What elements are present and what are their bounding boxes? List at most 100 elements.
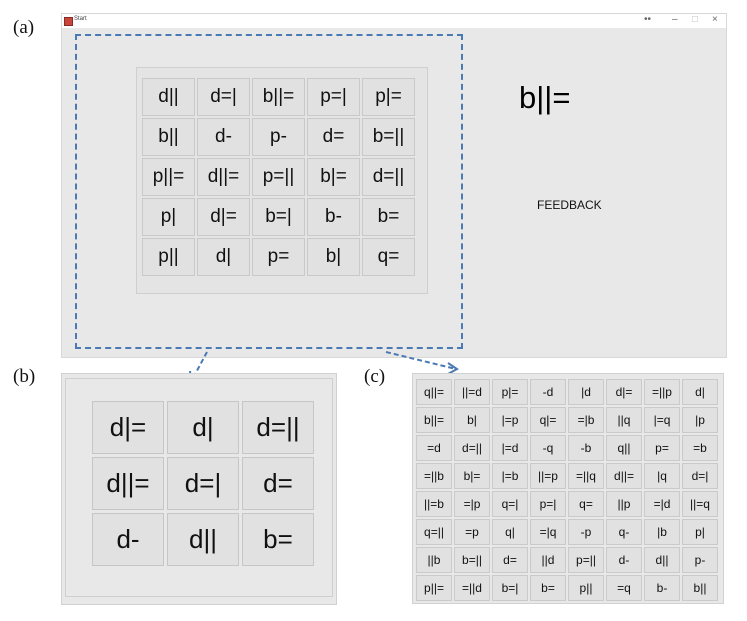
grid-cell[interactable]: d|=	[92, 401, 164, 454]
grid-cell[interactable]: =|q	[530, 519, 566, 545]
grid-cell[interactable]: b|=	[454, 463, 490, 489]
grid-cell[interactable]: ||=b	[416, 491, 452, 517]
grid-cell[interactable]: p=||	[568, 547, 604, 573]
grid-cell[interactable]: d-	[197, 118, 250, 156]
grid-cell[interactable]: p=|	[530, 491, 566, 517]
grid-cell[interactable]: |=p	[492, 407, 528, 433]
grid-cell[interactable]: =||q	[568, 463, 604, 489]
grid-cell[interactable]: d-	[92, 513, 164, 566]
grid-cell[interactable]: p=	[644, 435, 680, 461]
minimize-button[interactable]: –	[672, 14, 678, 25]
grid-cell[interactable]: d=	[492, 547, 528, 573]
grid-cell[interactable]: p-	[682, 547, 718, 573]
grid-cell[interactable]: =|p	[454, 491, 490, 517]
grid-cell[interactable]: =p	[454, 519, 490, 545]
grid-cell[interactable]: b-	[307, 198, 360, 236]
grid-cell[interactable]: ||=d	[454, 379, 490, 405]
grid-cell[interactable]: d=||	[242, 401, 314, 454]
grid-cell[interactable]: ||b	[416, 547, 452, 573]
grid-cell[interactable]: q-	[606, 519, 642, 545]
grid-cell[interactable]: b=	[530, 575, 566, 601]
grid-cell[interactable]: |=b	[492, 463, 528, 489]
grid-cell[interactable]: q=	[568, 491, 604, 517]
grid-cell[interactable]: b=|	[252, 198, 305, 236]
grid-cell[interactable]: |=d	[492, 435, 528, 461]
grid-cell[interactable]: b||=	[252, 78, 305, 116]
grid-cell[interactable]: |p	[682, 407, 718, 433]
grid-cell[interactable]: b||	[142, 118, 195, 156]
grid-cell[interactable]: =b	[682, 435, 718, 461]
grid-cell[interactable]: p=|	[307, 78, 360, 116]
grid-cell[interactable]: q||	[606, 435, 642, 461]
grid-cell[interactable]: b||	[682, 575, 718, 601]
grid-cell[interactable]: b||=	[416, 407, 452, 433]
grid-cell[interactable]: b=||	[454, 547, 490, 573]
grid-cell[interactable]: p||=	[142, 158, 195, 196]
grid-cell[interactable]: d=|	[167, 457, 239, 510]
grid-cell[interactable]: q=|	[492, 491, 528, 517]
grid-cell[interactable]: d||	[644, 547, 680, 573]
grid-cell[interactable]: b=|	[492, 575, 528, 601]
grid-cell[interactable]: p-	[252, 118, 305, 156]
grid-cell[interactable]: p|=	[362, 78, 415, 116]
grid-cell[interactable]: d|	[167, 401, 239, 454]
grid-cell[interactable]: d|=	[606, 379, 642, 405]
maximize-button[interactable]: □	[692, 14, 699, 25]
grid-cell[interactable]: d|	[197, 238, 250, 276]
grid-cell[interactable]: =q	[606, 575, 642, 601]
grid-cell[interactable]: d=||	[362, 158, 415, 196]
grid-cell[interactable]: =|b	[568, 407, 604, 433]
grid-cell[interactable]: b=||	[362, 118, 415, 156]
grid-cell[interactable]: d||	[142, 78, 195, 116]
more-icon[interactable]: ••	[644, 14, 652, 25]
grid-cell[interactable]: =|d	[644, 491, 680, 517]
grid-cell[interactable]: b=	[362, 198, 415, 236]
close-button[interactable]: ×	[712, 14, 718, 25]
grid-cell[interactable]: p|	[142, 198, 195, 236]
grid-cell[interactable]: ||d	[530, 547, 566, 573]
grid-cell[interactable]: q||=	[416, 379, 452, 405]
grid-cell[interactable]: |q	[644, 463, 680, 489]
grid-cell[interactable]: ||=q	[682, 491, 718, 517]
grid-cell[interactable]: d||=	[92, 457, 164, 510]
grid-cell[interactable]: |d	[568, 379, 604, 405]
grid-cell[interactable]: q|=	[530, 407, 566, 433]
grid-cell[interactable]: =||p	[644, 379, 680, 405]
grid-cell[interactable]: b=	[242, 513, 314, 566]
grid-cell[interactable]: p||	[142, 238, 195, 276]
grid-cell[interactable]: -d	[530, 379, 566, 405]
grid-cell[interactable]: -b	[568, 435, 604, 461]
grid-cell[interactable]: d=	[307, 118, 360, 156]
grid-cell[interactable]: d|=	[197, 198, 250, 236]
grid-cell[interactable]: =||d	[454, 575, 490, 601]
grid-cell[interactable]: |b	[644, 519, 680, 545]
grid-cell[interactable]: b-	[644, 575, 680, 601]
grid-cell[interactable]: q|	[492, 519, 528, 545]
grid-cell[interactable]: ||=p	[530, 463, 566, 489]
grid-cell[interactable]: d=|	[197, 78, 250, 116]
grid-cell[interactable]: =d	[416, 435, 452, 461]
grid-cell[interactable]: d=|	[682, 463, 718, 489]
grid-cell[interactable]: =||b	[416, 463, 452, 489]
grid-cell[interactable]: d||	[167, 513, 239, 566]
grid-cell[interactable]: p|=	[492, 379, 528, 405]
grid-cell[interactable]: q=||	[416, 519, 452, 545]
grid-cell[interactable]: |=q	[644, 407, 680, 433]
grid-cell[interactable]: d=||	[454, 435, 490, 461]
grid-cell[interactable]: b|	[454, 407, 490, 433]
grid-cell[interactable]: p=	[252, 238, 305, 276]
grid-cell[interactable]: p=||	[252, 158, 305, 196]
grid-cell[interactable]: d||=	[197, 158, 250, 196]
grid-cell[interactable]: b|=	[307, 158, 360, 196]
grid-cell[interactable]: d=	[242, 457, 314, 510]
grid-cell[interactable]: -p	[568, 519, 604, 545]
grid-cell[interactable]: -q	[530, 435, 566, 461]
grid-cell[interactable]: q=	[362, 238, 415, 276]
grid-cell[interactable]: p||	[568, 575, 604, 601]
grid-cell[interactable]: d-	[606, 547, 642, 573]
grid-cell[interactable]: d||=	[606, 463, 642, 489]
grid-cell[interactable]: ||p	[606, 491, 642, 517]
grid-cell[interactable]: ||q	[606, 407, 642, 433]
grid-cell[interactable]: p|	[682, 519, 718, 545]
grid-cell[interactable]: p||=	[416, 575, 452, 601]
